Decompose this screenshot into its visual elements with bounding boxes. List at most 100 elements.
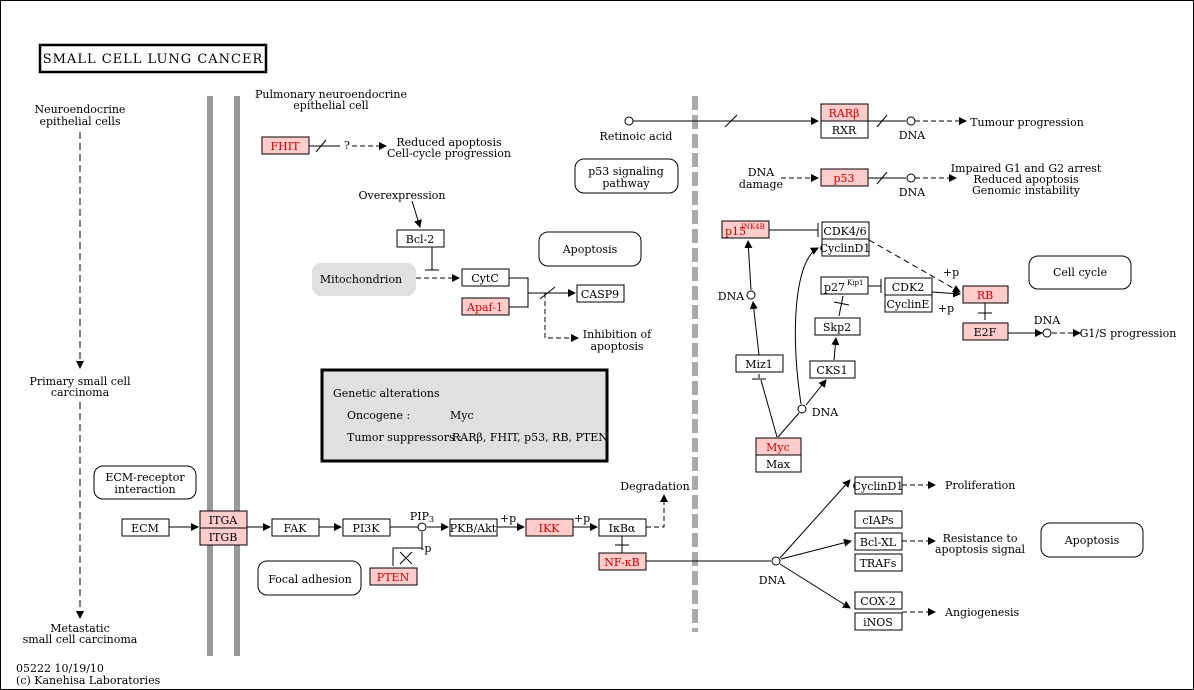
svg-text:Max: Max — [766, 458, 791, 471]
degradation-label: Degradation — [620, 480, 689, 493]
gene-cox2[interactable]: COX-2 — [854, 591, 903, 610]
svg-text:Kip1: Kip1 — [847, 279, 863, 287]
gene-cdk46[interactable]: CDK4/6 — [821, 221, 870, 240]
gene-ecm[interactable]: ECM — [121, 518, 170, 537]
plus-p-akt: +p — [500, 512, 516, 525]
gene-ikba[interactable]: IκBα — [598, 518, 647, 537]
svg-text:ITGB: ITGB — [209, 531, 238, 544]
dna-node-myc — [797, 404, 807, 414]
gene-rb[interactable]: RB — [962, 285, 1009, 304]
stage-neuroendocrine-line2: epithelial cells — [39, 115, 120, 128]
gene-casp9[interactable]: CASP9 — [576, 284, 625, 303]
plus-p-ikk: +p — [574, 512, 590, 525]
pip3-label: PIP3 — [410, 510, 434, 524]
gene-fhit[interactable]: FHIT — [261, 136, 310, 155]
footer-code: 05222 10/19/10 — [16, 662, 104, 675]
svg-text:Bcl-XL: Bcl-XL — [860, 536, 897, 549]
suppressor-label: Tumor suppressors : — [347, 431, 462, 444]
pathway-ecm-receptor[interactable]: ECM-receptor interaction — [93, 465, 197, 500]
svg-text:RXR: RXR — [832, 124, 857, 137]
gene-pkb-akt[interactable]: PKB/Akt — [449, 518, 498, 537]
svg-text:Focal adhesion: Focal adhesion — [268, 573, 351, 586]
gene-trafs[interactable]: TRAFs — [854, 553, 903, 572]
gene-cycline[interactable]: CyclinE — [884, 294, 933, 313]
gene-cyclind1-bottom[interactable]: CyclinD1 — [853, 476, 904, 495]
gene-cytc[interactable]: CytC — [461, 268, 510, 287]
inhibition-line1: Inhibition of — [583, 328, 652, 341]
pathway-focal-adhesion[interactable]: Focal adhesion — [257, 560, 362, 596]
dna-damage-line1: DNA — [748, 166, 775, 179]
dna-label-e2f: DNA — [1034, 314, 1061, 327]
gene-nfkb[interactable]: NF-κB — [598, 552, 647, 571]
membrane-bar-left — [207, 96, 213, 656]
gene-skp2[interactable]: Skp2 — [814, 317, 861, 336]
svg-text:Cell cycle: Cell cycle — [1053, 266, 1107, 279]
svg-text:Skp2: Skp2 — [823, 321, 851, 334]
diagram-title: SMALL CELL LUNG CANCER — [38, 43, 268, 74]
gene-fak[interactable]: FAK — [271, 518, 320, 537]
gene-bclxl[interactable]: Bcl-XL — [854, 532, 903, 551]
svg-text:COX-2: COX-2 — [860, 595, 895, 608]
gene-myc[interactable]: Myc — [755, 437, 802, 456]
gene-inos[interactable]: iNOS — [854, 612, 903, 631]
svg-text:IκBα: IκBα — [609, 522, 636, 535]
pathway-cell-cycle[interactable]: Cell cycle — [1028, 255, 1132, 290]
gene-ciaps[interactable]: cIAPs — [854, 510, 903, 529]
gene-miz1[interactable]: Miz1 — [735, 354, 784, 373]
minus-p-pten: -p — [421, 542, 432, 555]
gene-apaf1[interactable]: Apaf-1 — [461, 297, 510, 316]
gene-p53[interactable]: p53 — [820, 168, 869, 187]
gene-itga[interactable]: ITGA — [199, 510, 248, 529]
plus-p-cdk46: +p — [943, 266, 959, 279]
gene-ikk[interactable]: IKK — [525, 518, 574, 537]
svg-text:E2F: E2F — [974, 326, 997, 339]
svg-text:p53 signaling: p53 signaling — [588, 165, 664, 178]
svg-text:RB: RB — [977, 289, 993, 302]
svg-text:INK4B: INK4B — [741, 223, 765, 231]
gene-pten[interactable]: PTEN — [369, 567, 418, 586]
svg-text:p15: p15 — [725, 225, 746, 238]
question-mark: ? — [344, 139, 350, 152]
progression-column: Neuroendocrine epithelial cells Primary … — [23, 103, 138, 646]
svg-text:interaction: interaction — [114, 483, 175, 496]
gene-cks1[interactable]: CKS1 — [809, 360, 856, 379]
svg-text:CyclinE: CyclinE — [887, 298, 930, 311]
svg-text:pathway: pathway — [602, 177, 650, 190]
svg-text:FHIT: FHIT — [271, 140, 301, 153]
gene-p15[interactable]: p15 INK4B — [721, 220, 770, 239]
membrane-bar-right — [234, 96, 240, 656]
gene-itgb[interactable]: ITGB — [199, 527, 248, 546]
gene-pi3k[interactable]: PI3K — [342, 518, 391, 537]
svg-text:CKS1: CKS1 — [816, 364, 847, 377]
gene-cyclind1-top[interactable]: CyclinD1 — [820, 238, 871, 257]
svg-text:CDK4/6: CDK4/6 — [823, 225, 866, 238]
overexpression-label: Overexpression — [358, 189, 445, 202]
svg-text:CyclinD1: CyclinD1 — [853, 480, 904, 493]
dna-node-p53 — [906, 173, 916, 183]
genetic-alterations-heading: Genetic alterations — [333, 387, 440, 400]
resistance-line1: Resistance to — [943, 532, 1018, 545]
dna-node-miz1 — [746, 290, 756, 300]
svg-text:RARβ: RARβ — [829, 107, 860, 120]
pathway-p53-signaling[interactable]: p53 signaling pathway — [574, 158, 679, 194]
svg-text:NF-κB: NF-κB — [604, 556, 639, 569]
dna-nodes — [417, 116, 1052, 566]
pathway-apoptosis-mid[interactable]: Apoptosis — [538, 231, 642, 267]
svg-text:p53: p53 — [833, 172, 854, 185]
gene-max[interactable]: Max — [755, 454, 802, 473]
pathway-apoptosis-right[interactable]: Apoptosis — [1040, 522, 1144, 558]
gene-bcl2[interactable]: Bcl-2 — [396, 229, 445, 248]
gene-rxr[interactable]: RXR — [820, 120, 869, 139]
p53-outcome-line2: Reduced apoptosis — [973, 173, 1079, 186]
gene-e2f[interactable]: E2F — [962, 322, 1009, 341]
oncogene-value: Myc — [450, 409, 474, 422]
svg-text:PTEN: PTEN — [377, 571, 410, 584]
svg-text:cIAPs: cIAPs — [862, 514, 894, 527]
gene-rarb[interactable]: RARβ — [820, 103, 869, 122]
gene-p27[interactable]: p27 Kip1 — [820, 276, 869, 295]
gene-cdk2[interactable]: CDK2 — [884, 277, 933, 296]
fhit-outcome-line2: Cell-cycle progression — [387, 147, 511, 160]
cell-label-line2: epithelial cell — [293, 99, 369, 112]
svg-text:iNOS: iNOS — [863, 616, 893, 629]
genetic-alterations-box: Genetic alterations Oncogene : Myc Tumor… — [320, 368, 609, 463]
